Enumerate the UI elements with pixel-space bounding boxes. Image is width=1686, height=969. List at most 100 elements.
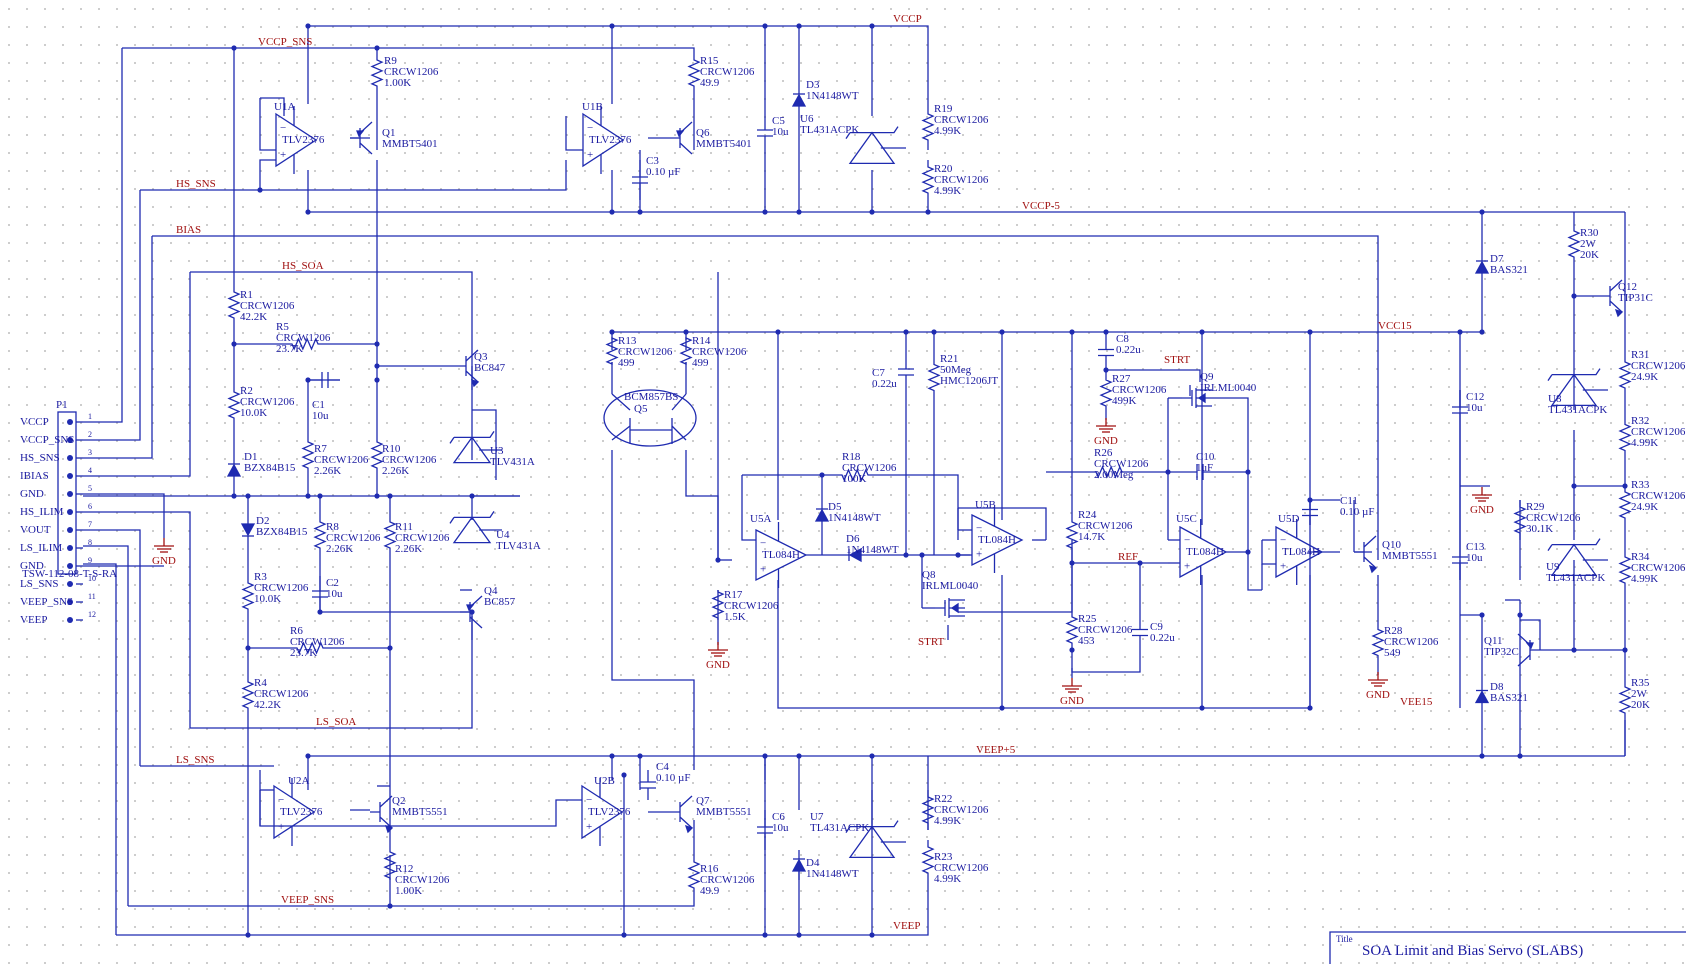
p1-pin-5-num: 5 xyxy=(88,484,92,493)
junction-dot xyxy=(1307,329,1313,335)
junction-dot xyxy=(609,329,615,335)
q6-label-0: Q6 xyxy=(696,127,710,139)
junction-dot xyxy=(374,45,380,51)
r34-label-2: 4.99K xyxy=(1631,573,1658,585)
r13-label-0: R13 xyxy=(618,335,637,347)
wire-ground-p1 xyxy=(83,493,165,567)
junction-dot xyxy=(637,753,643,759)
u2a-ref: U2A xyxy=(288,775,309,787)
r24-label-2: 14.7K xyxy=(1078,531,1105,543)
p1-pin-1-num: 1 xyxy=(88,412,92,421)
p1-pin-8-label: LS_ILIM xyxy=(20,542,62,554)
r27-label-0: R27 xyxy=(1112,373,1131,385)
r32-label-1: CRCW1206 xyxy=(1631,426,1686,438)
r19-label-0: R19 xyxy=(934,103,953,115)
junction-dot xyxy=(609,209,615,215)
q9-label-0: Q9 xyxy=(1200,371,1214,383)
d7-label-1: BAS321 xyxy=(1490,264,1528,276)
junction-dot xyxy=(796,23,802,29)
r1-label-2: 42.2K xyxy=(240,311,267,323)
r5-label-0: R5 xyxy=(276,321,289,333)
net-strt-q8: STRT xyxy=(918,636,945,648)
c6-label-1: 10u xyxy=(772,822,789,834)
r15-label-2: 49.9 xyxy=(700,77,720,89)
r13-label-1: CRCW1206 xyxy=(618,346,673,358)
junction-dot xyxy=(621,772,627,778)
junction-dot xyxy=(762,753,768,759)
u5c-ref: U5C xyxy=(1176,513,1197,525)
u1a-plus-sign: + xyxy=(280,149,286,161)
r21-label-1: 50Meg xyxy=(940,364,972,376)
ground-c12-label: GND xyxy=(1470,504,1494,516)
junction-dot xyxy=(469,609,475,615)
r12-label-1: CRCW1206 xyxy=(395,874,450,886)
junction-dot xyxy=(796,932,802,938)
net-vccp-sns: VCCP_SNS xyxy=(258,36,312,48)
r1-label-1: CRCW1206 xyxy=(240,300,295,312)
r18-label-2: 100K xyxy=(842,473,867,485)
r29-label-2: 30.1K xyxy=(1526,523,1553,535)
u3-label-1: TLV431A xyxy=(490,456,535,468)
ground-c12: GND xyxy=(1470,487,1494,516)
r27-label-1: CRCW1206 xyxy=(1112,384,1167,396)
c8-label-1: 0.22u xyxy=(1116,344,1141,356)
r5-label-1: CRCW1206 xyxy=(276,332,331,344)
junction-dot xyxy=(245,645,251,651)
u4-label-0: U4 xyxy=(496,529,510,541)
r5-label-2: 23.7K xyxy=(276,343,303,355)
p1-pin-3-num: 3 xyxy=(88,448,92,457)
c12-label-1: 10u xyxy=(1466,402,1483,414)
capacitor-c9: C90.22u xyxy=(1132,615,1175,650)
net-ls-sns: LS_SNS xyxy=(176,754,215,766)
junction-dot xyxy=(609,23,615,29)
r29-label-1: CRCW1206 xyxy=(1526,512,1581,524)
junction-dot xyxy=(715,557,721,563)
r30-label-0: R30 xyxy=(1580,227,1599,239)
net-bias: BIAS xyxy=(176,224,201,236)
net-hs-sns: HS_SNS xyxy=(176,178,216,190)
p1-pin-2-num: 2 xyxy=(88,430,92,439)
r10-label-2: 2.26K xyxy=(382,465,409,477)
junction-dot xyxy=(1245,549,1251,555)
r16-label-1: CRCW1206 xyxy=(700,874,755,886)
u5c-minus-sign: − xyxy=(1184,535,1190,547)
ground-r17-label: GND xyxy=(706,659,730,671)
c9-label-0: C9 xyxy=(1150,621,1163,633)
r3-label-0: R3 xyxy=(254,571,267,583)
r15-label-1: CRCW1206 xyxy=(700,66,755,78)
u5d-part: TL084H xyxy=(1282,546,1320,558)
d8-label-1: BAS321 xyxy=(1490,692,1528,704)
q12-label-1: TIP31C xyxy=(1618,292,1653,304)
q7-label-1: MMBT5551 xyxy=(696,806,752,818)
u1a-minus-sign: − xyxy=(280,122,286,134)
c2-label-1: 10u xyxy=(326,588,343,600)
capacitor-c3: C30.10 µF xyxy=(632,155,680,200)
r19-label-1: CRCW1206 xyxy=(934,114,989,126)
q10-label-0: Q10 xyxy=(1382,539,1401,551)
q5-part: BCM857BS xyxy=(624,391,678,403)
q7-label-0: Q7 xyxy=(696,795,710,807)
r8-label-2: 2.26K xyxy=(326,543,353,555)
net-ls-soa: LS_SOA xyxy=(316,716,356,728)
ground-r27: GND xyxy=(1094,418,1118,447)
